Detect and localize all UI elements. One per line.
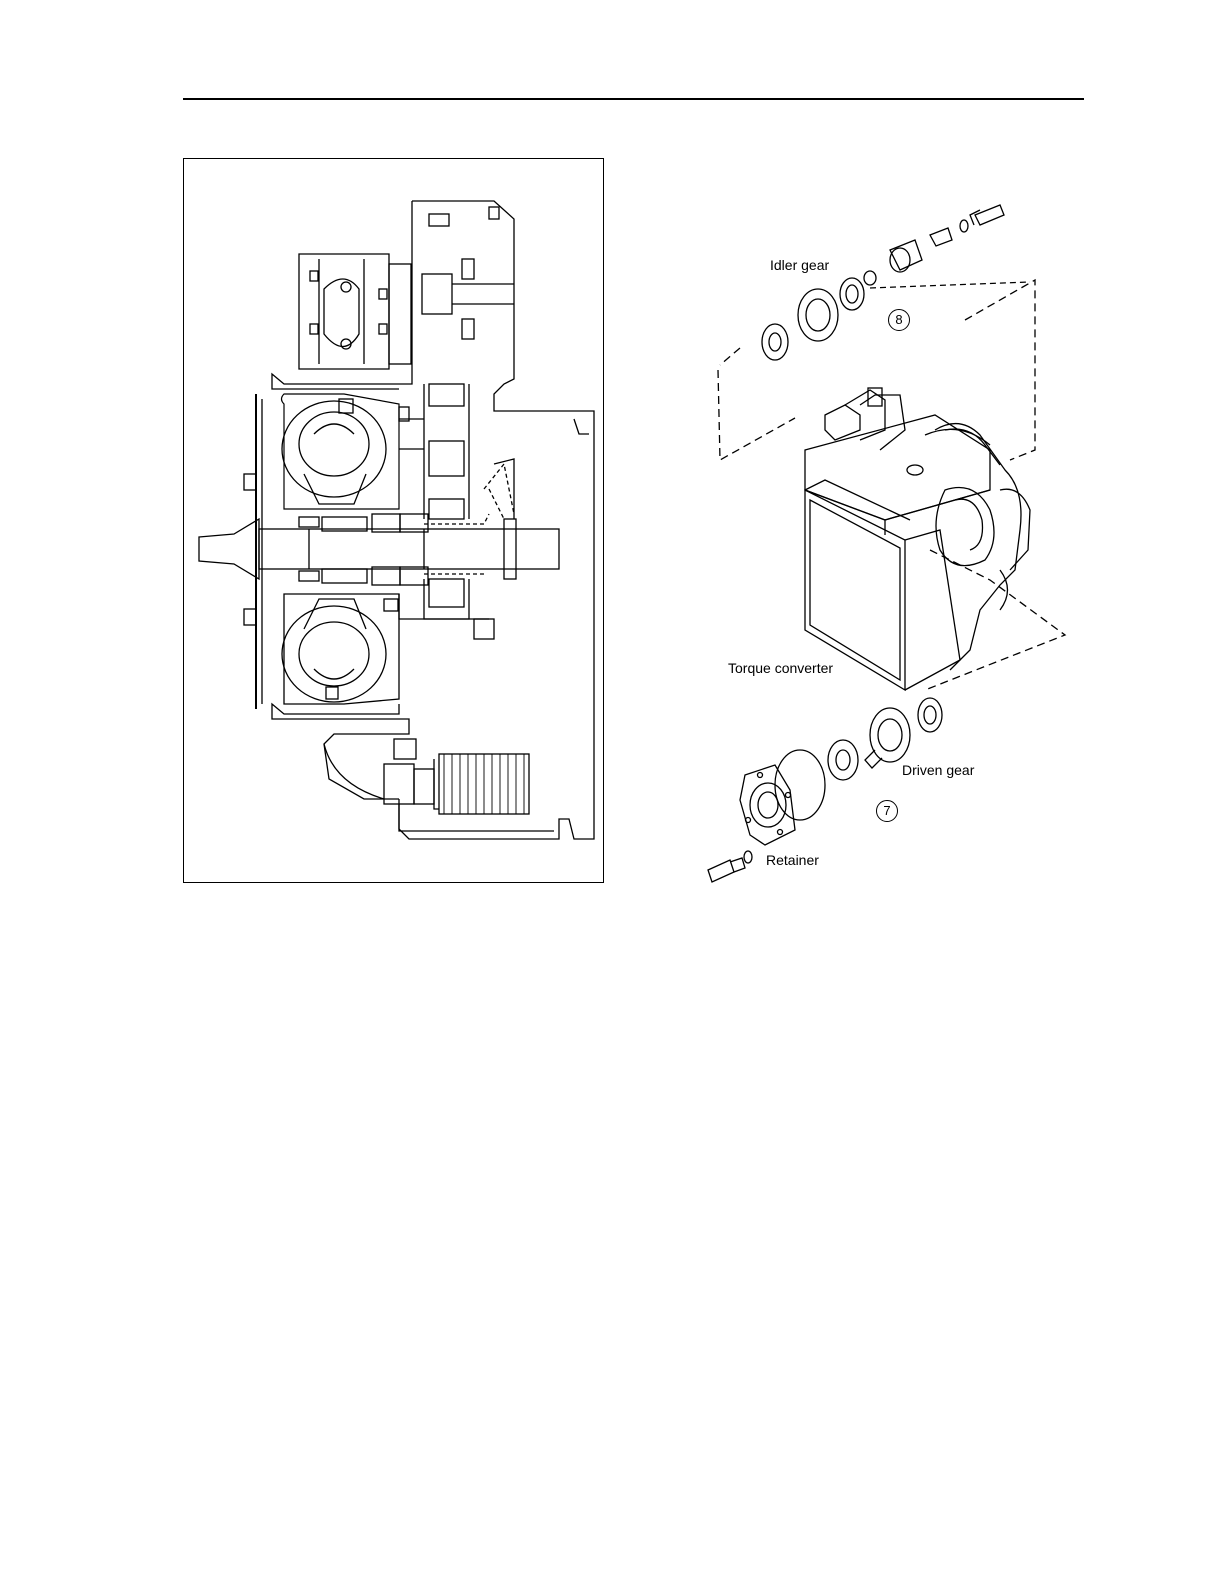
callout-8: 8 xyxy=(888,309,910,331)
cross-section-drawing xyxy=(184,159,605,884)
exploded-view-drawing xyxy=(700,190,1090,890)
label-torque-converter: Torque converter xyxy=(728,660,833,676)
label-retainer: Retainer xyxy=(766,852,819,868)
callout-7: 7 xyxy=(876,800,898,822)
label-driven-gear: Driven gear xyxy=(902,762,974,778)
exploded-view-figure: Idler gear 8 Torque converter Driven gea… xyxy=(700,190,1090,890)
cross-section-figure xyxy=(183,158,604,883)
header-rule xyxy=(183,98,1084,100)
label-idler-gear: Idler gear xyxy=(770,257,829,273)
